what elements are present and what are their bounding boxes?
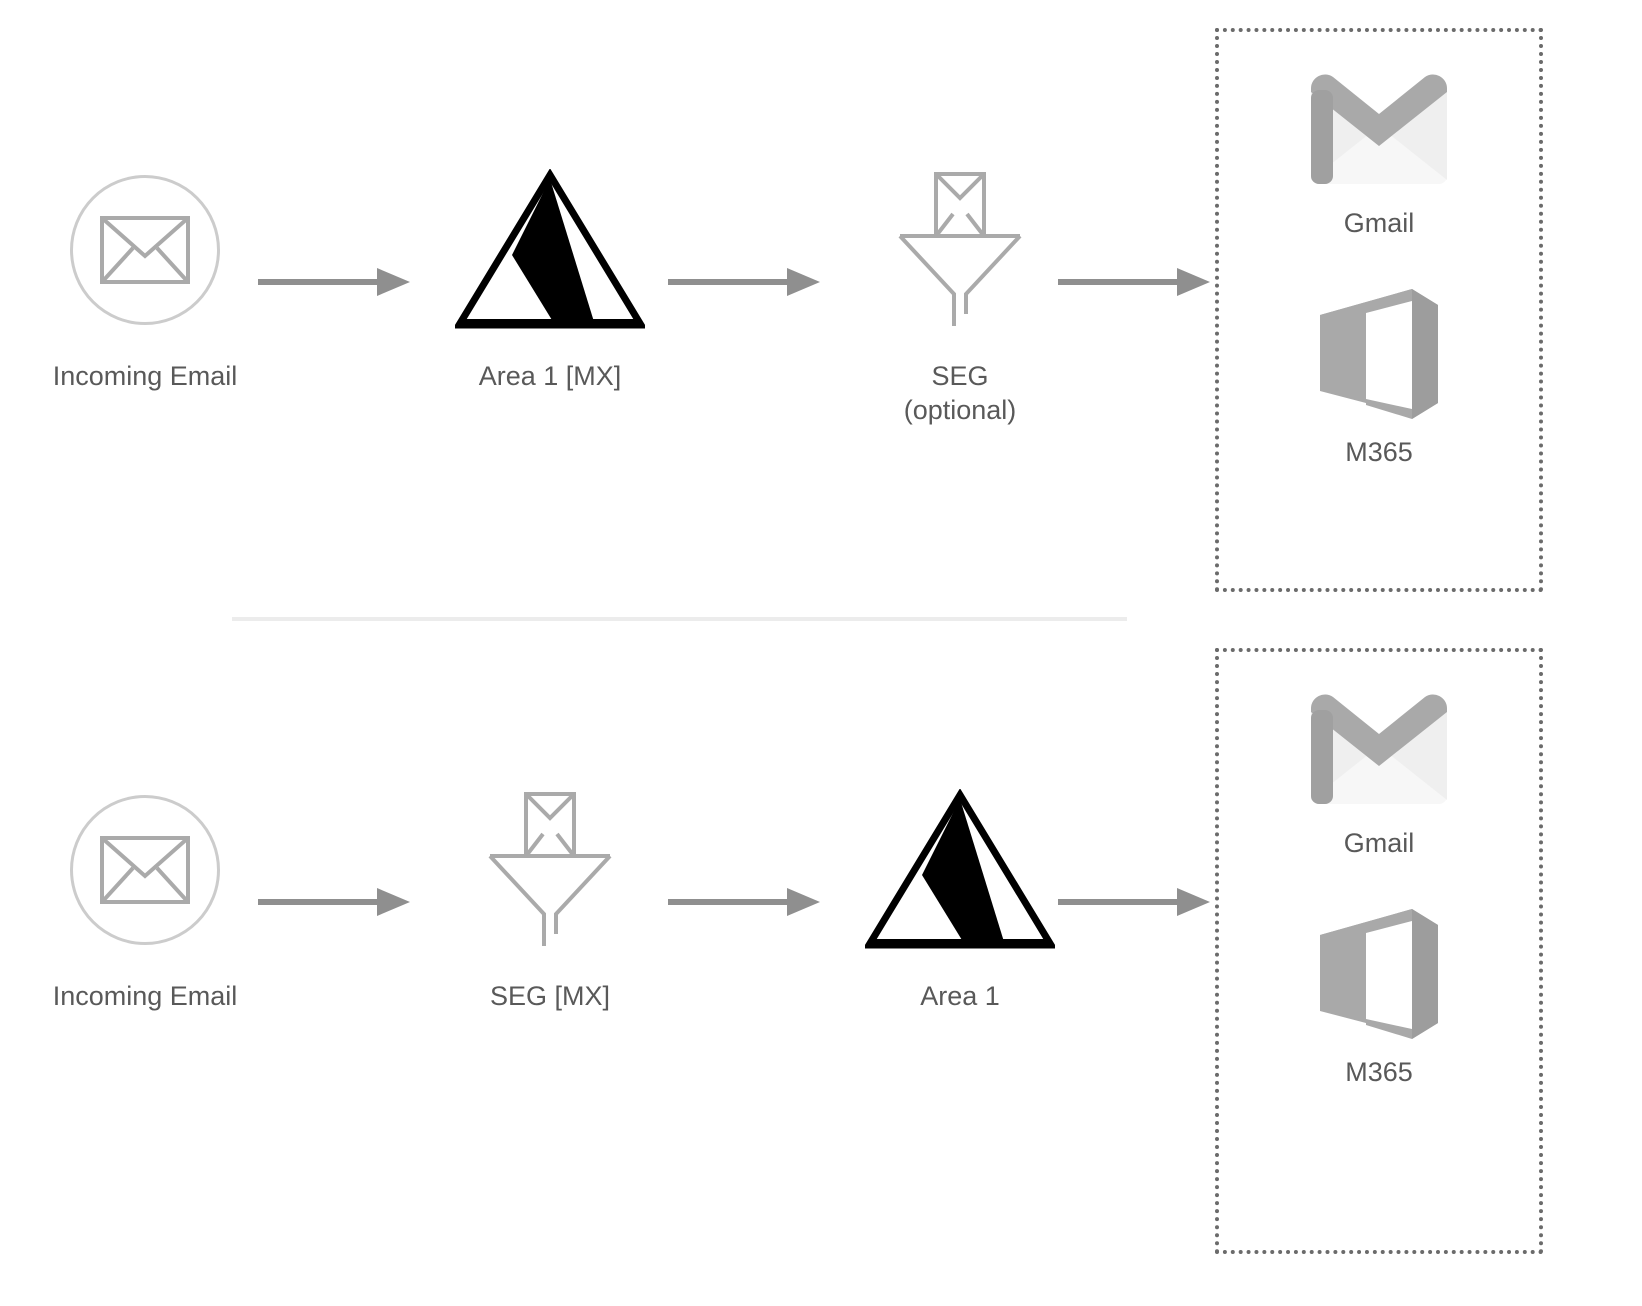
m365-logo-icon xyxy=(1320,909,1438,1039)
arrow-right-icon xyxy=(668,265,820,299)
destination-m365: M365 xyxy=(1219,907,1539,1088)
node-label: SEG [MX] xyxy=(489,981,611,1011)
destination-gmail: Gmail xyxy=(1219,68,1539,239)
node-label: Incoming Email xyxy=(52,361,238,391)
node-incoming-email-top: Incoming Email xyxy=(0,155,295,393)
envelope-icon xyxy=(100,836,190,904)
envelope-in-circle-icon xyxy=(0,155,295,345)
gmail-logo-icon xyxy=(1311,694,1447,804)
area1-triangle-logo xyxy=(400,155,700,345)
destination-label: Gmail xyxy=(1343,208,1415,238)
funnel-with-envelope-icon xyxy=(488,792,612,946)
destinations-panel-bottom: Gmail M365 xyxy=(1215,648,1543,1254)
flow-area1-mx: Incoming Email Area 1 [MX] xyxy=(0,155,1210,455)
arrow-right-icon xyxy=(258,885,410,919)
envelope-in-circle-icon xyxy=(0,775,295,965)
node-seg-bottom: SEG [MX] xyxy=(400,775,700,1013)
node-label: Area 1 xyxy=(920,981,1000,1011)
node-area1-top: Area 1 [MX] xyxy=(400,155,700,393)
envelope-icon xyxy=(100,216,190,284)
flow-seg-mx: Incoming Email SEG [MX] xyxy=(0,775,1210,1075)
arrow-right-icon xyxy=(258,265,410,299)
node-seg-top: SEG (optional) xyxy=(810,155,1110,427)
destination-label: M365 xyxy=(1345,437,1413,467)
destination-gmail: Gmail xyxy=(1219,688,1539,859)
node-label: Area 1 [MX] xyxy=(478,361,622,391)
destination-label: Gmail xyxy=(1343,828,1415,858)
node-area1-bottom: Area 1 xyxy=(810,775,1110,1013)
node-label: SEG (optional) xyxy=(903,361,1017,425)
seg-funnel-icon xyxy=(400,775,700,965)
funnel-with-envelope-icon xyxy=(898,172,1022,326)
destination-m365: M365 xyxy=(1219,287,1539,468)
node-label: Incoming Email xyxy=(52,981,238,1011)
seg-funnel-icon xyxy=(810,155,1110,345)
area1-logo-icon xyxy=(455,169,645,329)
node-incoming-email-bottom: Incoming Email xyxy=(0,775,295,1013)
destinations-panel-top: Gmail M365 xyxy=(1215,28,1543,592)
area1-triangle-logo xyxy=(810,775,1110,965)
gmail-logo-icon xyxy=(1311,74,1447,184)
area1-logo-icon xyxy=(865,789,1055,949)
arrow-right-icon xyxy=(1058,885,1210,919)
arrow-right-icon xyxy=(1058,265,1210,299)
section-divider xyxy=(232,617,1127,621)
destination-label: M365 xyxy=(1345,1057,1413,1087)
m365-logo-icon xyxy=(1320,289,1438,419)
arrow-right-icon xyxy=(668,885,820,919)
